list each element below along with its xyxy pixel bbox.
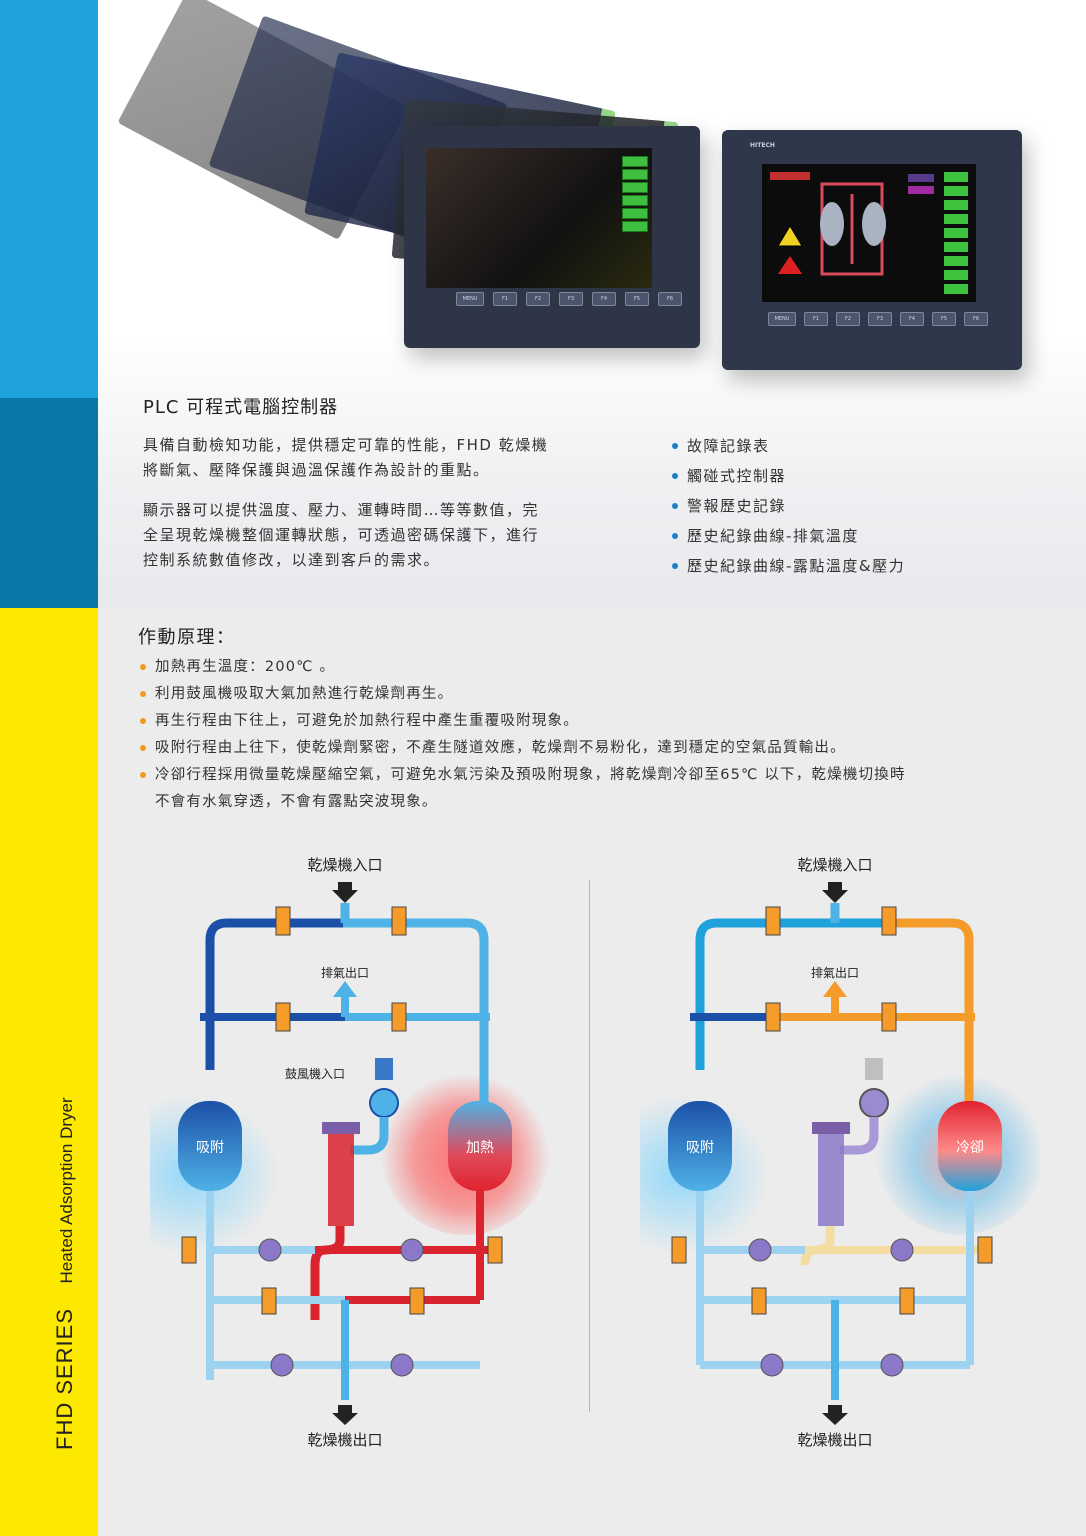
- f3-key[interactable]: F3: [559, 292, 583, 306]
- f6-key[interactable]: F6: [658, 292, 682, 306]
- feature-item: 故障記錄表: [672, 431, 905, 461]
- adsorption-tank-label-right: 吸附: [686, 1140, 714, 1156]
- inlet-arrow-icon-right: [822, 882, 848, 903]
- f4-key[interactable]: F4: [592, 292, 616, 306]
- f2-key-front[interactable]: F2: [836, 312, 860, 326]
- series-subtitle: Heated Adsorption Dryer: [57, 1097, 76, 1284]
- side-strip-cyan: [0, 0, 98, 398]
- check-valve-icons: [258, 1238, 424, 1377]
- adsorption-tank: [178, 1101, 242, 1191]
- flow-diagram-cooling: 乾燥機入口 排氣出口 吸附 冷卻 乾燥機出口: [640, 856, 1040, 1449]
- principle-list: 加熱再生溫度：200℃ 。 利用鼓風機吸取大氣加熱進行乾燥劑再生。 再生行程由下…: [140, 654, 1040, 816]
- principle-title: 作動原理：: [138, 627, 236, 648]
- cooling-tank: [938, 1101, 1002, 1191]
- f3-key-front[interactable]: F3: [868, 312, 892, 326]
- outlet-arrow-icon-right: [822, 1405, 848, 1425]
- outlet-label: 乾燥機出口: [307, 1431, 382, 1449]
- exhaust-arrow-icon: [333, 981, 357, 997]
- hmi-logo: HITECH: [750, 142, 775, 149]
- f1-key[interactable]: F1: [493, 292, 517, 306]
- vertical-series-title: FHD SERIES Heated Adsorption Dryer: [52, 1097, 78, 1450]
- hmi-screen-back: [426, 148, 652, 288]
- inlet-arrow-icon: [332, 882, 358, 903]
- outlet-label-right: 乾燥機出口: [797, 1431, 872, 1449]
- feature-item: 歷史紀錄曲線-露點溫度&壓力: [672, 551, 905, 581]
- hmi-keys-front: MENU F1 F2 F3 F4 F5 F6: [768, 312, 988, 326]
- menu-key-front[interactable]: MENU: [768, 312, 796, 326]
- heater-icon-right: [818, 1130, 844, 1226]
- f4-key-front[interactable]: F4: [900, 312, 924, 326]
- principle-item: 利用鼓風機吸取大氣加熱進行乾燥劑再生。: [140, 681, 1040, 708]
- principle-item: 加熱再生溫度：200℃ 。: [140, 654, 1040, 681]
- f5-key[interactable]: F5: [625, 292, 649, 306]
- hmi-keys-back: MENU F1 F2 F3 F4 F5 F6: [456, 292, 682, 306]
- hmi-screen-graphic: [762, 164, 976, 302]
- adsorption-tank-label: 吸附: [196, 1140, 224, 1156]
- diagram-divider: [589, 880, 590, 1412]
- side-strip-yellow: [0, 608, 98, 1536]
- side-strip-teal: [0, 398, 98, 608]
- check-valve-icons-right: [748, 1238, 914, 1377]
- valve-icons: [181, 906, 503, 1315]
- blower-filter-icon: [375, 1058, 393, 1080]
- feature-item: 警報歷史記錄: [672, 491, 905, 521]
- plc-paragraph-2: 顯示器可以提供溫度、壓力、運轉時間…等等數值，完 全呈現乾燥機整個運轉狀態，可透…: [143, 501, 540, 569]
- f5-key-front[interactable]: F5: [932, 312, 956, 326]
- outlet-arrow-icon: [332, 1405, 358, 1425]
- blower-fan-icon: [369, 1088, 399, 1118]
- principle-item: 冷卻行程採用微量乾燥壓縮空氣，可避免水氣污染及預吸附現象，將乾燥劑冷卻至65℃ …: [140, 762, 1040, 816]
- cooling-tank-label: 冷卻: [956, 1140, 984, 1156]
- feature-item: 觸碰式控制器: [672, 461, 905, 491]
- plc-feature-list: 故障記錄表 觸碰式控制器 警報歷史記錄 歷史紀錄曲線-排氣溫度 歷史紀錄曲線-露…: [672, 431, 905, 581]
- plc-section: MENU F1 F2 F3 F4 F5 F6 HITECH: [98, 0, 1086, 608]
- plc-paragraph-1: 具備自動檢知功能，提供穩定可靠的性能，FHD 乾燥機 將斷氣、壓降保護與過溫保護…: [143, 436, 549, 479]
- adsorption-tank-right: [668, 1101, 732, 1191]
- exhaust-label: 排氣出口: [321, 966, 369, 980]
- flow-diagram-heating: 乾燥機入口 排氣出口 鼓風機入口 吸附 加熱 乾燥機出口: [150, 856, 550, 1449]
- exhaust-arrow-icon-right: [823, 981, 847, 997]
- principle-item: 吸附行程由上往下，使乾燥劑緊密，不產生隧道效應，乾燥劑不易粉化，達到穩定的空氣品…: [140, 735, 1040, 762]
- hmi-panel-front: HITECH: [722, 130, 1022, 370]
- principle-item: 再生行程由下往上，可避免於加熱行程中產生重覆吸附現象。: [140, 708, 1040, 735]
- series-name: FHD SERIES: [52, 1307, 77, 1450]
- heater-icon: [328, 1130, 354, 1226]
- f2-key[interactable]: F2: [526, 292, 550, 306]
- feature-item: 歷史紀錄曲線-排氣溫度: [672, 521, 905, 551]
- inlet-label-right: 乾燥機入口: [797, 856, 872, 874]
- f6-key-front[interactable]: F6: [964, 312, 988, 326]
- hmi-screen-front: [762, 164, 976, 302]
- plc-title: PLC 可程式電腦控制器: [143, 397, 339, 418]
- menu-key[interactable]: MENU: [456, 292, 484, 306]
- heating-tank-label: 加熱: [466, 1140, 494, 1156]
- heating-tank: [448, 1101, 512, 1191]
- blower-filter-icon-right: [865, 1058, 883, 1080]
- hmi-panel-back: MENU F1 F2 F3 F4 F5 F6: [404, 126, 700, 348]
- exhaust-label-right: 排氣出口: [811, 966, 859, 980]
- blower-fan-icon-right: [859, 1088, 889, 1118]
- blower-label: 鼓風機入口: [285, 1066, 345, 1081]
- inlet-label: 乾燥機入口: [307, 856, 382, 874]
- valve-icons-right: [671, 906, 993, 1315]
- principle-section: 作動原理： 加熱再生溫度：200℃ 。 利用鼓風機吸取大氣加熱進行乾燥劑再生。 …: [98, 608, 1086, 1536]
- f1-key-front[interactable]: F1: [804, 312, 828, 326]
